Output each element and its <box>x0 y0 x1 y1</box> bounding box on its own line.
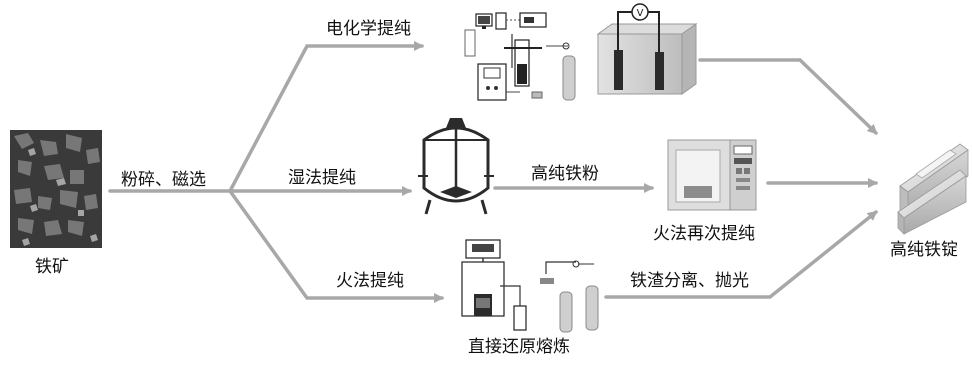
electrolysis-tank: V <box>596 3 698 95</box>
voltmeter-icon <box>631 3 649 21</box>
iron-ore-label: 铁矿 <box>35 257 69 277</box>
slag-polish-label: 铁渣分离、抛光 <box>630 271 749 291</box>
wet-label: 湿法提纯 <box>288 168 356 188</box>
arrow-electro-to-ingot <box>698 58 878 135</box>
electrochemical-label: 电化学提纯 <box>326 19 411 39</box>
iron-ore-image <box>10 130 102 248</box>
ingot-stack-image <box>897 143 969 235</box>
arrow-fire <box>228 189 444 303</box>
direct-reduction-label: 直接还原熔炼 <box>468 337 570 357</box>
crush-magnetic-label: 粉碎、磁选 <box>121 170 206 190</box>
reduction-apparatus <box>461 239 599 333</box>
electrochemical-apparatus <box>464 12 576 101</box>
fire-label: 火法提纯 <box>336 271 404 291</box>
repurify-furnace <box>667 139 757 211</box>
arrow-slag-to-ingot <box>604 210 878 299</box>
svg-text:V: V <box>637 8 644 19</box>
fire-repurify-label: 火法再次提纯 <box>653 224 755 244</box>
high-purity-powder-label: 高纯铁粉 <box>531 164 599 184</box>
high-purity-ingot-label: 高纯铁锭 <box>890 240 958 260</box>
flow-arrows <box>108 41 878 303</box>
arrow-electrochemical <box>228 41 424 193</box>
wet-reactor <box>418 118 494 215</box>
